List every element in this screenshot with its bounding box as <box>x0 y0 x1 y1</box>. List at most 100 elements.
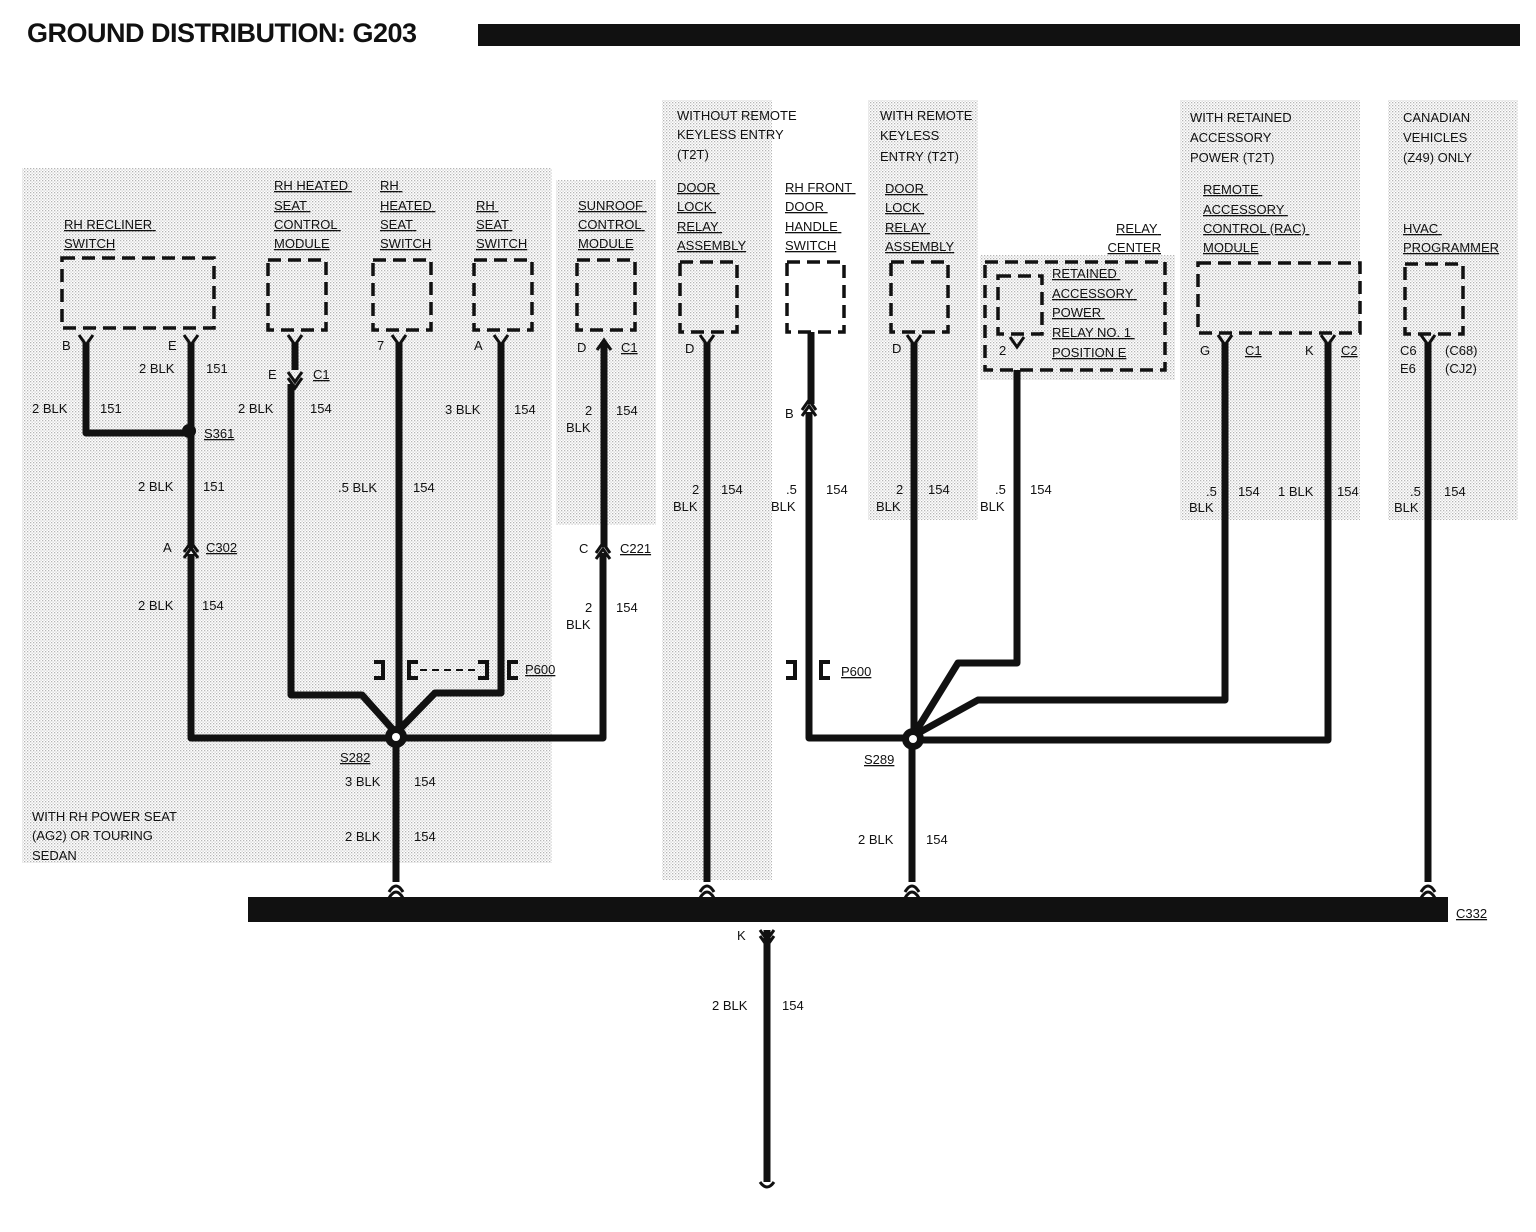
wire-label: 2 BLK <box>712 998 748 1013</box>
label-recliner: RH RECLINER SWITCH <box>64 217 156 251</box>
wire-label: BLK <box>980 499 1005 514</box>
box-rac-module <box>1196 261 1362 335</box>
wire-label: 2 <box>692 482 699 497</box>
box-door-handle <box>785 260 846 334</box>
wire-label: 1 BLK <box>1278 484 1314 499</box>
wire-label: 2 BLK <box>139 361 175 376</box>
connector-c1-sunroof: C1 <box>621 340 638 355</box>
label-rac-module: REMOTE ACCESSORY CONTROL (RAC) MODULE <box>1203 182 1309 255</box>
wire-label: 154 <box>1444 484 1466 499</box>
wire-label: 154 <box>616 403 638 418</box>
wire-label: 154 <box>413 480 435 495</box>
pin-c332-k: K <box>737 928 746 943</box>
connector-c332: C332 <box>1456 906 1487 921</box>
label-door-lock-2: DOOR LOCK RELAY ASSEMBLY <box>885 181 954 254</box>
wire-label: 151 <box>100 401 122 416</box>
pin-sunroof: D <box>577 340 586 355</box>
wire-label: 154 <box>928 482 950 497</box>
pin-rac-k: K <box>1305 343 1314 358</box>
wire-label: 2 BLK <box>138 598 174 613</box>
wire-label: BLK <box>771 499 796 514</box>
pin-terminals <box>77 334 1437 1189</box>
wire-label: 2 BLK <box>858 832 894 847</box>
label-heated-switch: RH HEATED SEAT SWITCH <box>380 178 435 251</box>
splice-s361-dot <box>182 424 196 438</box>
pin-rap-relay: 2 <box>999 343 1006 358</box>
pin-rac-g: G <box>1200 343 1210 358</box>
wire-label: 154 <box>310 401 332 416</box>
box-door-lock-2 <box>889 260 950 334</box>
wire-label: 2 BLK <box>345 829 381 844</box>
wire-label: .5 <box>1410 484 1421 499</box>
pin-door-handle-b: B <box>785 406 794 421</box>
wire-label: 154 <box>782 998 804 1013</box>
shade-relay <box>980 255 1175 380</box>
label-heated-module: RH HEATED SEAT CONTROL MODULE <box>274 178 352 251</box>
wire-label: 151 <box>203 479 225 494</box>
box-hvac <box>1403 262 1465 336</box>
wire-label: BLK <box>673 499 698 514</box>
wire-label: 154 <box>926 832 948 847</box>
box-relay-center <box>983 260 1167 372</box>
note-without-rke: WITHOUT REMOTE KEYLESS ENTRY (T2T) <box>677 108 800 162</box>
shade-power-seat <box>22 168 552 863</box>
note-power-seat: WITH RH POWER SEAT (AG2) OR TOURING SEDA… <box>32 809 180 863</box>
wire-label: .5 <box>1206 484 1217 499</box>
wire-label: 2 BLK <box>238 401 274 416</box>
connector-p600-a: P600 <box>525 662 555 677</box>
wire-label: 3 BLK <box>345 774 381 789</box>
connector-c1-heated: C1 <box>313 367 330 382</box>
wire-label: BLK <box>1189 500 1214 515</box>
label-sunroof: SUNROOF CONTROL MODULE <box>578 198 647 251</box>
box-heated-switch <box>371 258 433 332</box>
box-sunroof <box>575 258 637 332</box>
wire-label: 2 <box>896 482 903 497</box>
pin-door-lock-1: D <box>685 341 694 356</box>
label-relay-center: RELAY CENTER <box>1108 221 1161 255</box>
note-with-rke: WITH REMOTE KEYLESS ENTRY (T2T) <box>880 108 976 164</box>
connector-c221: C221 <box>620 541 651 556</box>
wire-label: 154 <box>514 402 536 417</box>
box-heated-module <box>266 258 328 332</box>
wire-label: BLK <box>876 499 901 514</box>
shade-with-rke <box>868 100 978 520</box>
label-hvac: HVAC PROGRAMMER <box>1403 221 1499 255</box>
splice-s361: S361 <box>204 426 234 441</box>
splice-s282: S282 <box>340 750 370 765</box>
connector-c68: (C68) <box>1445 343 1478 358</box>
connector-p600-b: P600 <box>841 664 871 679</box>
wire-label: BLK <box>566 420 591 435</box>
title-bar <box>478 24 1520 46</box>
wire-label: 154 <box>202 598 224 613</box>
wire-label: BLK <box>566 617 591 632</box>
pin-recliner-b: B <box>62 338 71 353</box>
wire-label: 154 <box>414 829 436 844</box>
shade-without-rke <box>662 100 772 880</box>
wire-labels: 2 BLK 151 2 BLK 151 2 BLK 151 2 BLK 154 … <box>32 361 1466 1013</box>
connector-cj2: (CJ2) <box>1445 361 1477 376</box>
wire-label: 154 <box>616 600 638 615</box>
connector-c2-rac: C2 <box>1341 343 1358 358</box>
pin-c302: A <box>163 540 172 555</box>
label-rap-relay: RETAINED ACCESSORY POWER RELAY NO. 1 POS… <box>1052 266 1137 360</box>
pin-seat-switch: A <box>474 338 483 353</box>
wire-label: .5 <box>995 482 1006 497</box>
pin-hvac-c6: C6 <box>1400 343 1417 358</box>
label-seat-switch: RH SEAT SWITCH <box>476 198 527 251</box>
wire-label: 3 BLK <box>445 402 481 417</box>
pin-c221: C <box>579 541 588 556</box>
note-canadian: CANADIAN VEHICLES (Z49) ONLY <box>1403 110 1474 165</box>
p600-brackets <box>374 660 830 680</box>
label-door-handle: RH FRONT DOOR HANDLE SWITCH <box>785 180 856 253</box>
wire-label: .5 <box>786 482 797 497</box>
pin-heated-switch: 7 <box>377 338 384 353</box>
wire-label: 154 <box>414 774 436 789</box>
wire-label: 154 <box>1030 482 1052 497</box>
shade-canadian <box>1388 100 1518 520</box>
pin-heated-module: E <box>268 367 277 382</box>
wire-label: 2 <box>585 600 592 615</box>
wire-label: 154 <box>1337 484 1359 499</box>
wire-label: 154 <box>721 482 743 497</box>
ground-bus-c332 <box>248 897 1448 922</box>
